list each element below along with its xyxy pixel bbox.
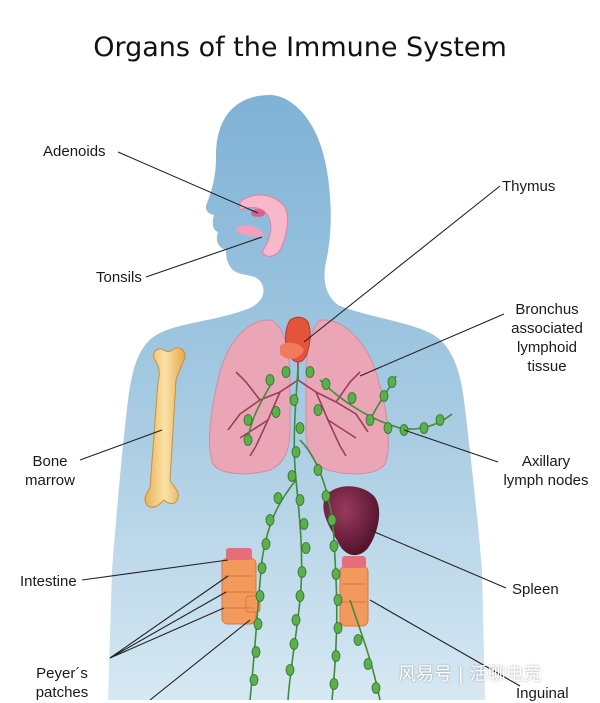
tonsil-shape [236,225,264,237]
lymph-node [331,568,341,580]
lymph-node [287,470,297,482]
intestine-shapes [221,548,369,627]
lymph-node [297,566,307,578]
lymph-node [329,540,339,552]
lymph-node [273,492,283,504]
lymph-node [363,658,373,670]
lymph-node [365,414,375,426]
spleen-shape [323,486,380,556]
label-axillary-line-2: lymph nodes [503,472,589,489]
label-peyers-line-1: Peyer´s [36,665,88,682]
lymph-node [257,562,267,574]
lymph-node [253,618,263,630]
lymph-node [371,682,381,694]
label-spleen: Spleen [512,581,559,598]
lymph-node [295,422,305,434]
label-bone-marrow-line-2: marrow [24,472,75,489]
lymph-node [333,594,343,606]
lymph-node [353,634,363,646]
lymph-node [291,446,301,458]
label-axillary: Axillary lymph nodes [496,452,596,490]
label-axillary-line-1: Axillary [521,453,571,470]
label-bone-marrow-line-1: Bone [32,453,68,470]
lymph-node [265,514,275,526]
lymph-node [321,490,331,502]
lymph-node [435,414,445,426]
lymph-node [285,664,295,676]
lymph-node [271,406,281,418]
page-title: Organs of the Immune System [93,32,507,63]
lymph-node [299,518,309,530]
label-balt-line-2: associated [511,320,583,337]
label-adenoids: Adenoids [43,143,106,160]
lymph-node [243,434,253,446]
lymph-node [331,650,341,662]
lymph-node [419,422,429,434]
lymph-node [251,646,261,658]
lymph-node [291,614,301,626]
lymph-node [249,674,259,686]
lymph-node [347,392,357,404]
label-tonsils: Tonsils [96,269,142,286]
lymph-node [301,542,311,554]
thymus-lobe [280,342,304,359]
label-inguinal: Inguinal [516,685,569,702]
label-balt-line-3: lymphoid [516,339,578,356]
lymph-node [383,422,393,434]
lymph-node [327,514,337,526]
lymph-node [295,494,305,506]
bronchial-vessels [227,350,369,457]
label-thymus: Thymus [502,178,556,195]
lymph-node [313,464,323,476]
lymph-node [289,638,299,650]
watermark: 风易号 | 活聊电竞 [398,664,542,685]
lymph-node [305,366,315,378]
lymph-node [329,678,339,690]
lymph-node [281,366,291,378]
lymph-node [289,394,299,406]
lymph-node [379,390,389,402]
lymph-node [265,374,275,386]
lymph-node [255,590,265,602]
label-bone-marrow: Bone marrow [18,452,82,490]
label-balt: Bronchus associated lymphoid tissue [502,300,592,376]
label-intestine: Intestine [20,573,77,590]
lymph-node [321,378,331,390]
lymph-node [313,404,323,416]
lymph-node [387,376,397,388]
lymph-node [333,622,343,634]
label-peyers: Peyer´s patches [26,664,98,702]
label-balt-line-1: Bronchus [515,301,579,318]
lymph-node [295,590,305,602]
label-peyers-line-2: patches [35,684,89,701]
leader-lines [79,151,521,700]
bone-marrow-shape [144,347,186,508]
lymph-nodes [243,366,445,694]
lymph-node [261,538,271,550]
label-balt-line-4: tissue [527,358,567,375]
lymph-node [243,414,253,426]
